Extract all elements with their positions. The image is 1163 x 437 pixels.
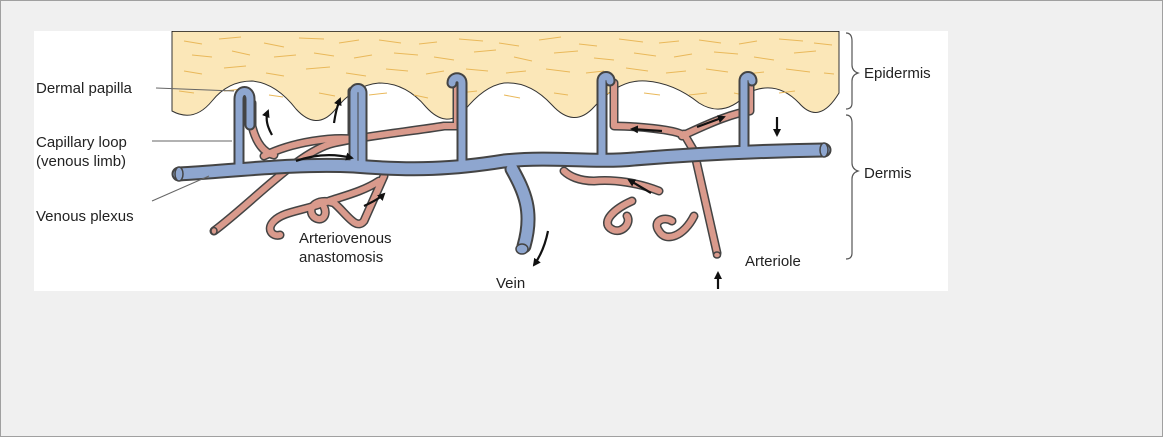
dermis-bracket [846,115,858,259]
label-venous-plexus: Venous plexus [36,208,134,225]
arteriole-cross-section [714,252,721,258]
label-capillary-loop: Capillary loop [36,134,127,151]
vein-cross-section [516,244,528,254]
label-vein: Vein [496,275,525,291]
label-epidermis: Epidermis [864,65,931,82]
flow-arrow [267,111,272,135]
flow-arrow [534,231,548,265]
label-capillary-loop-sub: (venous limb) [36,153,126,170]
label-arteriovenous: Arteriovenous [299,230,392,247]
label-dermis: Dermis [864,165,912,182]
label-anastomosis: anastomosis [299,249,383,266]
label-arteriole: Arteriole [745,253,801,270]
layer-brackets [846,33,858,259]
skin-vasculature-figure: Dermal papilla Capillary loop (venous li… [34,31,948,291]
label-dermal-papilla: Dermal papilla [36,80,133,97]
skin-vasculature-diagram: Dermal papilla Capillary loop (venous li… [34,31,948,291]
epidermis-bracket [846,33,858,109]
